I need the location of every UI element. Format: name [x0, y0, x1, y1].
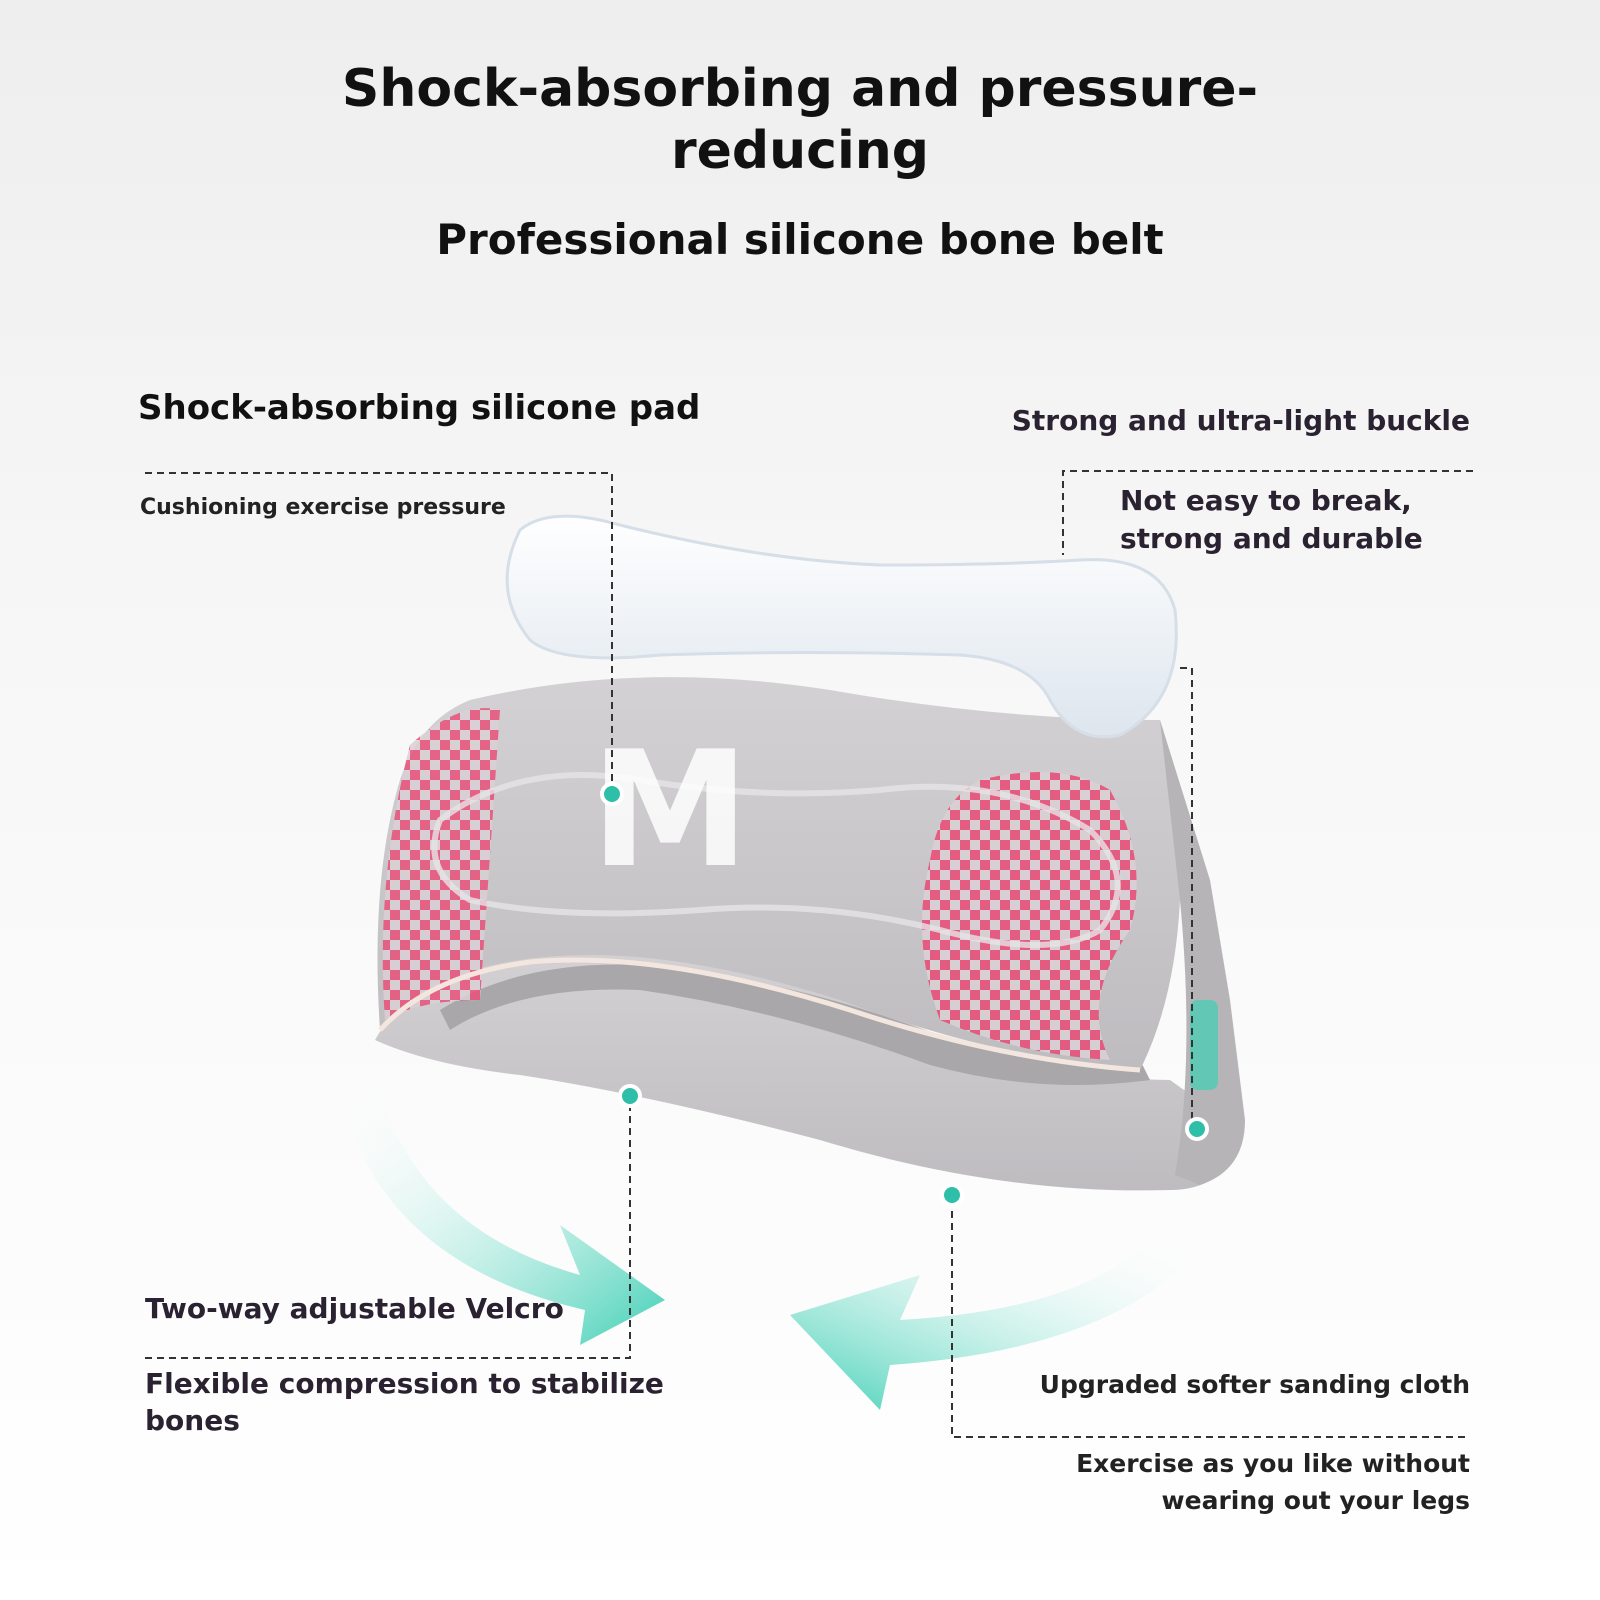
left-rotation-arrow [345, 1090, 665, 1345]
buckle-dot [1185, 1117, 1209, 1141]
silicone-pad-desc: Cushioning exercise pressure [140, 495, 506, 520]
cloth-desc-line2: wearing out your legs [1161, 1486, 1470, 1515]
velcro-desc-line2: bones [145, 1404, 240, 1437]
cloth-dot [940, 1183, 964, 1207]
buckle-leader [1062, 470, 1473, 555]
right-rotation-arrow [790, 1240, 1190, 1410]
callout-dots [600, 782, 1209, 1207]
velcro-dot [618, 1084, 642, 1108]
velcro-title: Two-way adjustable Velcro [145, 1292, 564, 1325]
buckle-title: Strong and ultra-light buckle [1011, 404, 1470, 437]
buckle-strap-leader [1180, 667, 1193, 1128]
cloth-desc-line1: Exercise as you like without [1076, 1449, 1470, 1478]
page-title: Shock-absorbing and pressure- reducing [0, 58, 1600, 182]
pad-dot [600, 782, 624, 806]
velcro-leader [145, 1098, 631, 1359]
page-title-line1: Shock-absorbing and pressure- [341, 59, 1259, 119]
brand-logo: M [590, 716, 749, 903]
velcro-desc: Flexible compression to stabilize bones [145, 1365, 664, 1439]
cloth-leader [951, 1195, 1465, 1438]
buckle-desc-line2: strong and durable [1120, 522, 1423, 555]
belt-band [375, 677, 1245, 1191]
page-subtitle: Professional silicone bone belt [436, 215, 1164, 264]
page-title-line2: reducing [670, 121, 930, 181]
buckle-desc: Not easy to break, strong and durable [1120, 482, 1423, 558]
leader-lines [145, 470, 1473, 1438]
cloth-desc: Exercise as you like without wearing out… [1076, 1445, 1470, 1519]
silicone-pad-title: Shock-absorbing silicone pad [138, 388, 701, 428]
buckle-desc-line1: Not easy to break, [1120, 484, 1412, 517]
cloth-title: Upgraded softer sanding cloth [1039, 1370, 1470, 1399]
silicone-bone-pad [505, 514, 1178, 739]
velcro-desc-line1: Flexible compression to stabilize [145, 1367, 664, 1400]
